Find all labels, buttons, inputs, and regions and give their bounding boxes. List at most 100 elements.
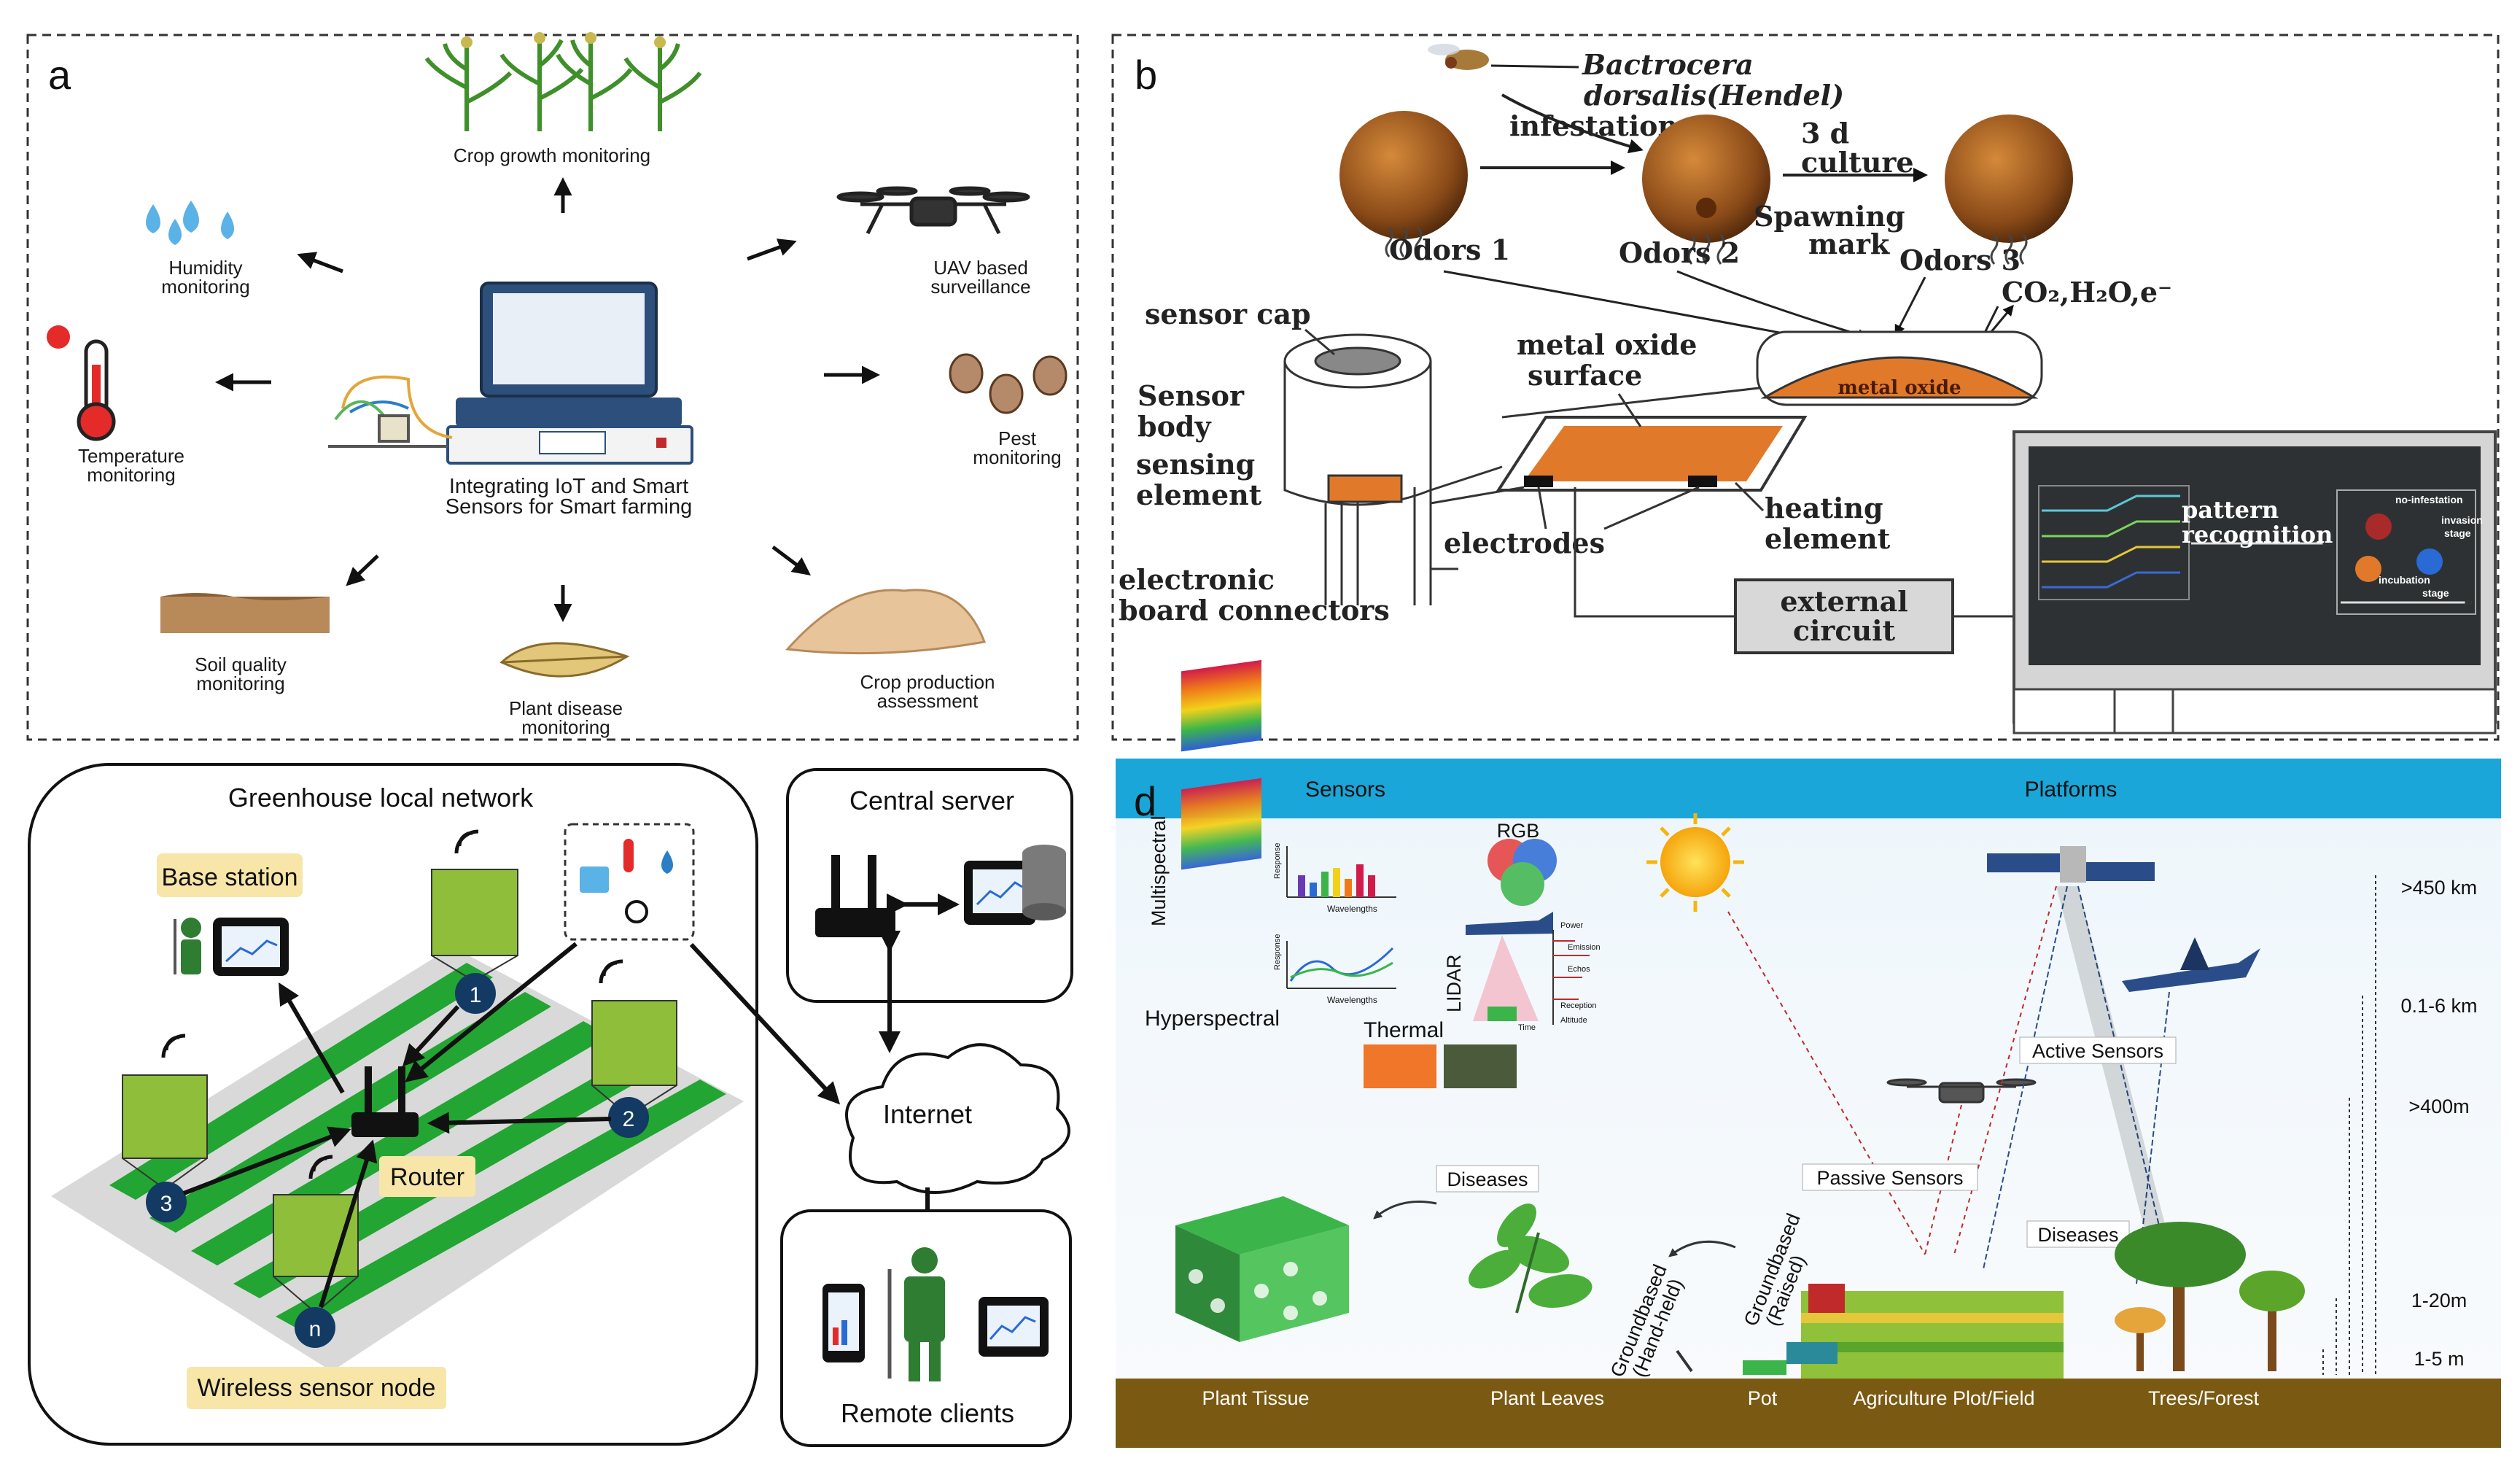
sensing-element-chip xyxy=(1327,474,1403,503)
oxide-dome xyxy=(1756,330,2043,406)
mo-surface-line2: surface xyxy=(1528,359,1642,392)
plant-tissue-icon xyxy=(1175,1196,1349,1342)
fruit-arrows xyxy=(1480,93,1928,182)
heating-element-line1: heating xyxy=(1765,492,1883,524)
infestation-label: infestation xyxy=(1509,109,1678,142)
mo-surface-line1: metal oxide xyxy=(1517,328,1697,361)
greenhouse-arrows xyxy=(182,942,841,1308)
node-3-label: 3 xyxy=(160,1192,173,1216)
drone-icon xyxy=(836,186,1030,235)
active-sensors-badge xyxy=(2019,1036,2177,1064)
platforms-header: Platforms xyxy=(2025,778,2118,802)
water-drops-icon xyxy=(146,201,234,245)
humidity-label-2: monitoring xyxy=(161,276,249,298)
panel-b-letter: b xyxy=(1135,52,1157,98)
panel-a-letter: a xyxy=(48,52,71,98)
passive-sensors-label: Passive Sensors xyxy=(1816,1167,1963,1189)
iot-title-line1: Integrating IoT and Smart xyxy=(449,475,688,498)
pattern-monitor xyxy=(2012,430,2497,734)
crop-production-label-2: assessment xyxy=(877,690,979,712)
temperature-label-1: Temperature xyxy=(78,445,184,467)
corn-icon xyxy=(424,39,702,131)
greenhouse-title: Greenhouse local network xyxy=(228,783,534,813)
altitude-5m: 1-5 m xyxy=(2414,1348,2464,1370)
uav-label-1: UAV based xyxy=(933,257,1028,279)
phone-icon xyxy=(822,1284,865,1362)
spawning-line2: mark xyxy=(1808,228,1890,260)
probe-cables-icon xyxy=(328,375,453,448)
node-2: 2 xyxy=(608,1097,649,1138)
fruit-2-icon xyxy=(1642,115,1770,243)
wireless-node-label: Wireless sensor node xyxy=(198,1374,436,1402)
sensor-image-2 xyxy=(591,1000,677,1117)
router-badge xyxy=(379,1156,475,1197)
trees-icon xyxy=(2115,1222,2305,1371)
species-pointer xyxy=(1490,64,1579,69)
lidar-emission: Emission xyxy=(1568,943,1601,952)
ground-beams xyxy=(2056,886,2180,1284)
panel-d-letter: d xyxy=(1134,778,1156,824)
node-3: 3 xyxy=(146,1182,187,1222)
internet-label: Internet xyxy=(883,1099,972,1129)
ground-label-tissue: Plant Tissue xyxy=(1202,1387,1309,1409)
altitude-400m: >400m xyxy=(2408,1096,2469,1117)
node-n: n xyxy=(295,1307,335,1348)
electrodes-label: electrodes xyxy=(1444,527,1605,559)
altitude-20m: 1-20m xyxy=(2411,1290,2468,1311)
sensor-cylinder-icon xyxy=(1283,333,1432,605)
ground-arrow xyxy=(1668,1240,1736,1257)
laptop-icon xyxy=(446,282,693,465)
tissue-arrow xyxy=(1373,1201,1437,1220)
metal-oxide-label: metal oxide xyxy=(1838,377,1961,399)
spawning-line1: Spawning xyxy=(1754,200,1905,233)
sun-icon xyxy=(1646,813,1744,912)
lidar-reception: Reception xyxy=(1560,1001,1597,1010)
species-line1: Bactrocera xyxy=(1582,48,1754,81)
active-sensors-label: Active Sensors xyxy=(2032,1040,2163,1062)
desktop-client-icon xyxy=(979,1297,1049,1357)
panel-d-header xyxy=(1116,759,2501,818)
products-label: CO₂,H₂O,e⁻ xyxy=(2002,276,2172,309)
lidar-time: Time xyxy=(1518,1023,1536,1032)
satellite-icon xyxy=(1987,846,2155,883)
pattern-line2: recognition xyxy=(2182,521,2333,548)
sensor-body-line1: Sensor xyxy=(1138,379,1245,412)
ground-label-trees: Trees/Forest xyxy=(2148,1387,2260,1409)
sensing-element-line2: element xyxy=(1136,478,1262,511)
thermal-image-1 xyxy=(1364,1044,1436,1088)
fruit-1-icon xyxy=(1339,111,1468,239)
pest-label-2: monitoring xyxy=(973,446,1061,468)
panel-c: c Greenhouse local network Base station xyxy=(28,763,1073,1447)
node-n-label: n xyxy=(309,1317,322,1341)
board-connectors-line1: electronic xyxy=(1119,563,1275,596)
plant-leaves-icon xyxy=(1468,1203,1592,1314)
culture-line1: 3 d xyxy=(1801,117,1849,150)
pattern-line1: pattern xyxy=(2182,496,2279,524)
server-computer-icon xyxy=(964,845,1066,925)
monitor-icon xyxy=(213,918,289,976)
hyperspectral-cube-icon xyxy=(1181,778,1261,870)
response-axis-2: Response xyxy=(1273,934,1282,970)
species-line2: dorsalis(Hendel) xyxy=(1584,79,1844,112)
panel-d: d Sensors Platforms Multispectral Hypers… xyxy=(1116,659,2501,1448)
fruit-3-icon xyxy=(1945,115,2073,243)
heating-element-line2: element xyxy=(1765,522,1891,555)
soil-label-2: monitoring xyxy=(196,672,284,694)
plate-pointers xyxy=(1430,385,1773,530)
farmer-client-icon xyxy=(887,1247,945,1381)
pest-label-1: Pest xyxy=(998,427,1037,449)
odors2-label: Odors 2 xyxy=(1619,236,1740,269)
lidar-waveform xyxy=(1552,930,1590,1025)
diseases-right-label: Diseases xyxy=(2037,1224,2118,1246)
stage-incubation: incubation xyxy=(2379,574,2430,586)
router-icon xyxy=(351,1066,419,1137)
sensor-body-line2: body xyxy=(1138,410,1211,443)
sensors-header: Sensors xyxy=(1305,778,1385,802)
thermal-label: Thermal xyxy=(1364,1018,1444,1042)
panel-a-arrows xyxy=(215,177,880,622)
corn-tassels xyxy=(461,32,666,48)
wavelength-axis-1: Wavelengths xyxy=(1327,904,1377,914)
base-station-badge xyxy=(157,853,303,897)
